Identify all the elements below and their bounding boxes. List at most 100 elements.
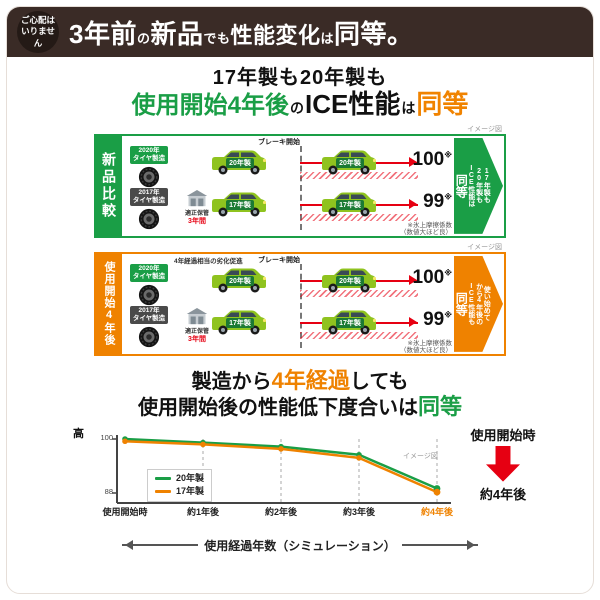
- intro-seg-equal: 同等: [416, 89, 469, 119]
- score-17: 99※: [423, 308, 452, 330]
- mid-heading: 製造から4年経過しても 使用開始後の性能低下度合いは同等: [7, 368, 593, 421]
- result-text: 使い始めて から4年後の ICE性能も 同等: [454, 282, 491, 325]
- warehouse-icon: [186, 308, 208, 325]
- panel-used-content: 4年経過相当の劣化促進 ブレーキ開始 2020年タイヤ製造 2017年タイヤ製造…: [122, 254, 454, 354]
- van-20-start: 20年製: [210, 266, 268, 294]
- intro-heading: 17年製も20年製も 使用開始4年後 の ICE性能 は 同等: [7, 57, 593, 120]
- tire-2020-badge: 2020年タイヤ製造: [129, 263, 169, 283]
- badge-line1: ご心配は: [20, 14, 55, 25]
- brake-start-line: [300, 263, 302, 348]
- tire-icon: [138, 166, 160, 188]
- van-17-stop: 17年製: [320, 308, 378, 336]
- chart-legend: 20年製 17年製: [147, 468, 213, 502]
- panel-new-frame: 新品比較 ブレーキ開始 2020年タイヤ製造 2017年タイヤ製造 適正保管 3…: [94, 133, 506, 238]
- legend-line-17-icon: [155, 490, 171, 494]
- panel-used-side-label: 使用開始4年後: [96, 253, 122, 354]
- tire-2017-badge: 2017年タイヤ製造: [129, 187, 169, 207]
- x-tick-4y: 約4年後: [420, 506, 453, 517]
- panel-used-result-arrow: 使い始めて から4年後の ICE性能も 同等: [454, 254, 504, 354]
- ad-card: ご心配は いりません 3年前 の 新品 でも 性能変化 は 同等。 17年製も2…: [6, 6, 594, 594]
- result-text: 17年製も 20年製も ICE性能は 同等: [454, 164, 491, 207]
- storage-label: 適正保管: [184, 211, 209, 218]
- usage-period-annotation: 使用開始時 約4年後: [455, 425, 551, 503]
- storage-years: 3年間: [188, 218, 206, 226]
- tire-icon: [138, 284, 160, 306]
- panel-new-content: ブレーキ開始 2020年タイヤ製造 2017年タイヤ製造 適正保管 3年間: [122, 136, 454, 236]
- tire-icon: [138, 326, 160, 348]
- panel-new-comparison: イメージ図 新品比較 ブレーキ開始 2020年タイヤ製造 2017年タイヤ製造 …: [94, 126, 506, 238]
- intro-seg-green: 使用開始4年後: [131, 92, 289, 119]
- badge-line2: いりません: [21, 26, 55, 48]
- panel-used-frame: 使用開始4年後 4年経過相当の劣化促進 ブレーキ開始 2020年タイヤ製造 20…: [94, 251, 506, 356]
- legend-line-20-icon: [155, 476, 171, 480]
- x-tick-1y: 約1年後: [186, 506, 219, 517]
- x-tick-2y: 約2年後: [264, 506, 297, 517]
- tire-2017-cluster: 2017年タイヤ製造: [122, 187, 176, 230]
- van-17-start: 17年製: [210, 308, 268, 336]
- annotation-start: 使用開始時: [470, 427, 536, 443]
- mid-line2: 使用開始後の性能低下度合いは同等: [137, 394, 462, 420]
- intro-seg-no: の: [290, 100, 304, 116]
- panel-new-side-label: 新品比較: [96, 135, 122, 236]
- van-20-stop: 20年製: [320, 266, 378, 294]
- van-20-stop: 20年製: [320, 148, 378, 176]
- tire-2020-badge: 2020年タイヤ製造: [129, 145, 169, 165]
- legend-item-17: 17年製: [155, 485, 204, 499]
- banner-title: 3年前 の 新品 でも 性能変化 は 同等。: [69, 14, 414, 51]
- image-note: イメージ図: [467, 243, 502, 251]
- image-note: イメージ図: [467, 125, 502, 133]
- storage-years: 3年間: [188, 336, 206, 344]
- intro-line1: 17年製も20年製も: [212, 67, 388, 89]
- header-banner: ご心配は いりません 3年前 の 新品 でも 性能変化 は 同等。: [7, 7, 593, 57]
- panel-used-comparison: イメージ図 使用開始4年後 4年経過相当の劣化促進 ブレーキ開始 2020年タイ…: [94, 244, 506, 356]
- x-tick-3y: 約3年後: [342, 506, 375, 517]
- intro-seg-wa: は: [401, 100, 416, 116]
- van-17-start: 17年製: [210, 190, 268, 218]
- reassurance-badge: ご心配は いりません: [17, 11, 59, 53]
- storage-warehouse: 適正保管 3年間: [177, 308, 217, 344]
- line-chart: [112, 434, 451, 504]
- arrow-right-icon: [401, 540, 478, 551]
- legend-item-20: 20年製: [155, 472, 204, 486]
- banner-seg-2: の: [136, 30, 151, 46]
- braking-distance-hatch: [300, 289, 418, 297]
- banner-seg-7: 同等。: [334, 18, 414, 49]
- image-note: イメージ図: [403, 452, 438, 460]
- brake-start-label: ブレーキ開始: [258, 256, 300, 264]
- warehouse-icon: [186, 190, 208, 207]
- brake-start-line: [300, 145, 302, 230]
- tire-2020-cluster: 2020年タイヤ製造: [122, 145, 176, 188]
- y-axis-label-high: 高: [73, 427, 84, 440]
- intro-line2: 使用開始4年後 の ICE性能 は 同等: [7, 89, 593, 120]
- score-17: 99※: [423, 190, 452, 212]
- van-17-stop: 17年製: [320, 190, 378, 218]
- tire-2020-cluster: 2020年タイヤ製造: [122, 263, 176, 306]
- intro-seg-ice: ICE性能: [305, 89, 401, 119]
- tire-icon: [138, 208, 160, 230]
- tire-2017-badge: 2017年タイヤ製造: [129, 305, 169, 325]
- braking-distance-hatch: [300, 213, 418, 221]
- braking-distance-hatch: [300, 331, 418, 339]
- panel-new-result-arrow: 17年製も 20年製も ICE性能は 同等: [454, 136, 504, 236]
- brake-start-label: ブレーキ開始: [258, 138, 300, 146]
- y-tick-88: 88: [104, 486, 113, 496]
- aging-label: 4年経過相当の劣化促進: [174, 257, 243, 265]
- annotation-end: 約4年後: [479, 486, 527, 502]
- van-20-start: 20年製: [210, 148, 268, 176]
- score-footnote: ※氷上摩擦係数（数値大ほど良）: [400, 339, 452, 354]
- banner-seg-6: は: [320, 30, 335, 46]
- performance-chart-section: 高 100 88 イメージ図 20年製 17年製 使用開始時 約1年後 約2年後…: [7, 425, 593, 529]
- arrow-left-icon: [122, 540, 199, 551]
- tire-2017-cluster: 2017年タイヤ製造: [122, 305, 176, 348]
- arrow-right-shape: 使い始めて から4年後の ICE性能も 同等: [454, 255, 503, 352]
- banner-seg-4: でも: [203, 30, 231, 46]
- score-20: 100※: [412, 148, 452, 170]
- braking-distance-hatch: [300, 171, 418, 179]
- score-20: 100※: [412, 266, 452, 288]
- down-arrow-icon: [486, 445, 520, 482]
- banner-seg-3: 新品: [150, 18, 204, 49]
- y-tick-100: 100: [100, 432, 113, 442]
- x-tick-start: 使用開始時: [102, 506, 148, 517]
- banner-seg-1: 3年前: [69, 18, 137, 49]
- x-axis-caption: 使用経過年数（シミュレーション）: [122, 537, 478, 554]
